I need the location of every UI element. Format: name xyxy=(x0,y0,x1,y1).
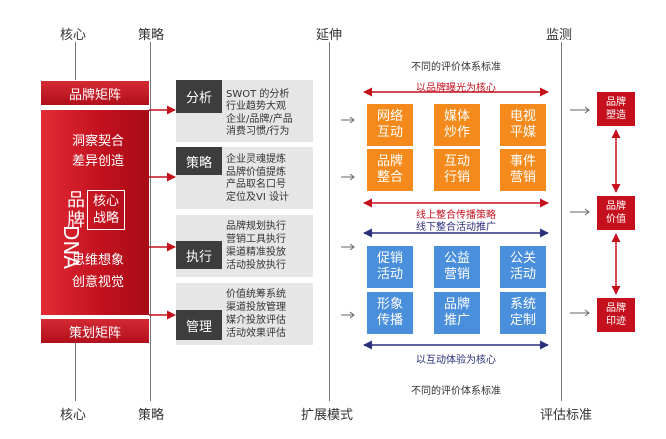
header-extend-top: 延伸 xyxy=(316,28,343,43)
strategy-line-3: 产品取名口号 xyxy=(226,179,286,190)
tile-pr-activity: 公关活动 xyxy=(500,246,546,288)
monitor-brand-shaping: 品牌塑造 xyxy=(597,92,635,126)
strategy-label-execution: 执行 xyxy=(176,241,222,269)
dna-thinking: 思维想象 xyxy=(72,253,125,268)
tile-promotion: 促销活动 xyxy=(367,246,413,288)
tile-brand-integration: 品牌整合 xyxy=(367,149,413,191)
monitor-brand-imprint: 品牌印迹 xyxy=(597,298,635,332)
dna-title: 品牌 DNA xyxy=(59,165,101,269)
header-extend-bottom: 扩展模式 xyxy=(301,408,354,423)
tile-brand-promotion: 品牌推广 xyxy=(434,292,480,334)
strategy-label-management: 管理 xyxy=(176,310,222,340)
header-monitor-bottom: 评估标准 xyxy=(540,408,593,423)
tile-system-customization: 系统定制 xyxy=(500,292,546,334)
management-line-2: 渠道投放管理 xyxy=(226,302,286,313)
strategy-line-4: 定位及VI 设计 xyxy=(226,192,289,203)
extend-line xyxy=(329,42,330,401)
strategy-line xyxy=(150,42,151,401)
core-strategy-box: 核心 战略 xyxy=(87,190,125,230)
offline-promotion: 线下整合活动推广 xyxy=(416,222,496,233)
core-strategy-line2: 战略 xyxy=(92,211,119,226)
strategy-label-strategy: 策略 xyxy=(176,147,222,175)
analysis-line-4: 消费习惯/行为 xyxy=(226,126,290,137)
analysis-line-1: SWOT 的分析 xyxy=(226,89,290,100)
strategy-line-1: 企业灵魂提炼 xyxy=(226,154,286,165)
execution-line-1: 品牌规划执行 xyxy=(226,221,286,232)
management-line-1: 价值统筹系统 xyxy=(226,289,286,300)
plan-matrix-label: 策划矩阵 xyxy=(41,319,149,343)
header-strategy-top: 策略 xyxy=(138,28,165,43)
interactive-experience-core: 以互动体验为核心 xyxy=(416,355,496,366)
analysis-line-3: 企业/品牌/产品 xyxy=(226,114,293,125)
dna-title-line1: 品牌 xyxy=(64,190,85,230)
dna-insight: 洞察契合 xyxy=(72,134,125,149)
tile-tv-print: 电视平媒 xyxy=(500,104,546,146)
brand-dna-block: 品牌 DNA 洞察契合 差异创造 核心 战略 思维想象 创意视觉 xyxy=(41,110,149,315)
header-strategy-bottom: 策略 xyxy=(138,408,165,423)
strategy-line-2: 品牌价值提炼 xyxy=(226,167,286,178)
core-line-top xyxy=(75,42,76,80)
analysis-line-2: 行业趋势大观 xyxy=(226,101,286,112)
dna-title-line2: DNA xyxy=(59,225,83,270)
dna-creative: 创意视觉 xyxy=(72,275,125,290)
management-line-4: 活动效果评估 xyxy=(226,328,286,339)
tile-image-communication: 形象传播 xyxy=(367,292,413,334)
header-monitor-top: 监测 xyxy=(546,28,573,43)
tile-online-interaction: 网络互动 xyxy=(367,104,413,146)
dna-differentiation: 差异创造 xyxy=(72,154,125,169)
management-line-3: 媒介投放评估 xyxy=(226,315,286,326)
brand-matrix-label: 品牌矩阵 xyxy=(41,81,149,105)
core-strategy-line1: 核心 xyxy=(92,194,119,209)
tile-media-hype: 媒体炒作 xyxy=(434,104,480,146)
standard-top: 不同的评价体系标准 xyxy=(411,62,501,73)
tile-event-marketing: 事件营销 xyxy=(500,149,546,191)
tile-charity-marketing: 公益营销 xyxy=(434,246,480,288)
tile-interactive-marketing: 互动行销 xyxy=(434,149,480,191)
header-core-top: 核心 xyxy=(60,28,87,43)
standard-bottom: 不同的评价体系标准 xyxy=(411,386,501,397)
execution-line-4: 活动投放执行 xyxy=(226,260,286,271)
strategy-label-analysis: 分析 xyxy=(176,80,222,113)
header-core-bottom: 核心 xyxy=(60,408,87,423)
core-line-bottom xyxy=(75,343,76,401)
execution-line-2: 营销工具执行 xyxy=(226,234,286,245)
monitor-brand-value: 品牌价值 xyxy=(597,196,635,230)
execution-line-3: 渠道精准投放 xyxy=(226,247,286,258)
online-strategy: 线上整合传播策略 xyxy=(416,210,496,221)
monitor-line xyxy=(561,42,562,401)
